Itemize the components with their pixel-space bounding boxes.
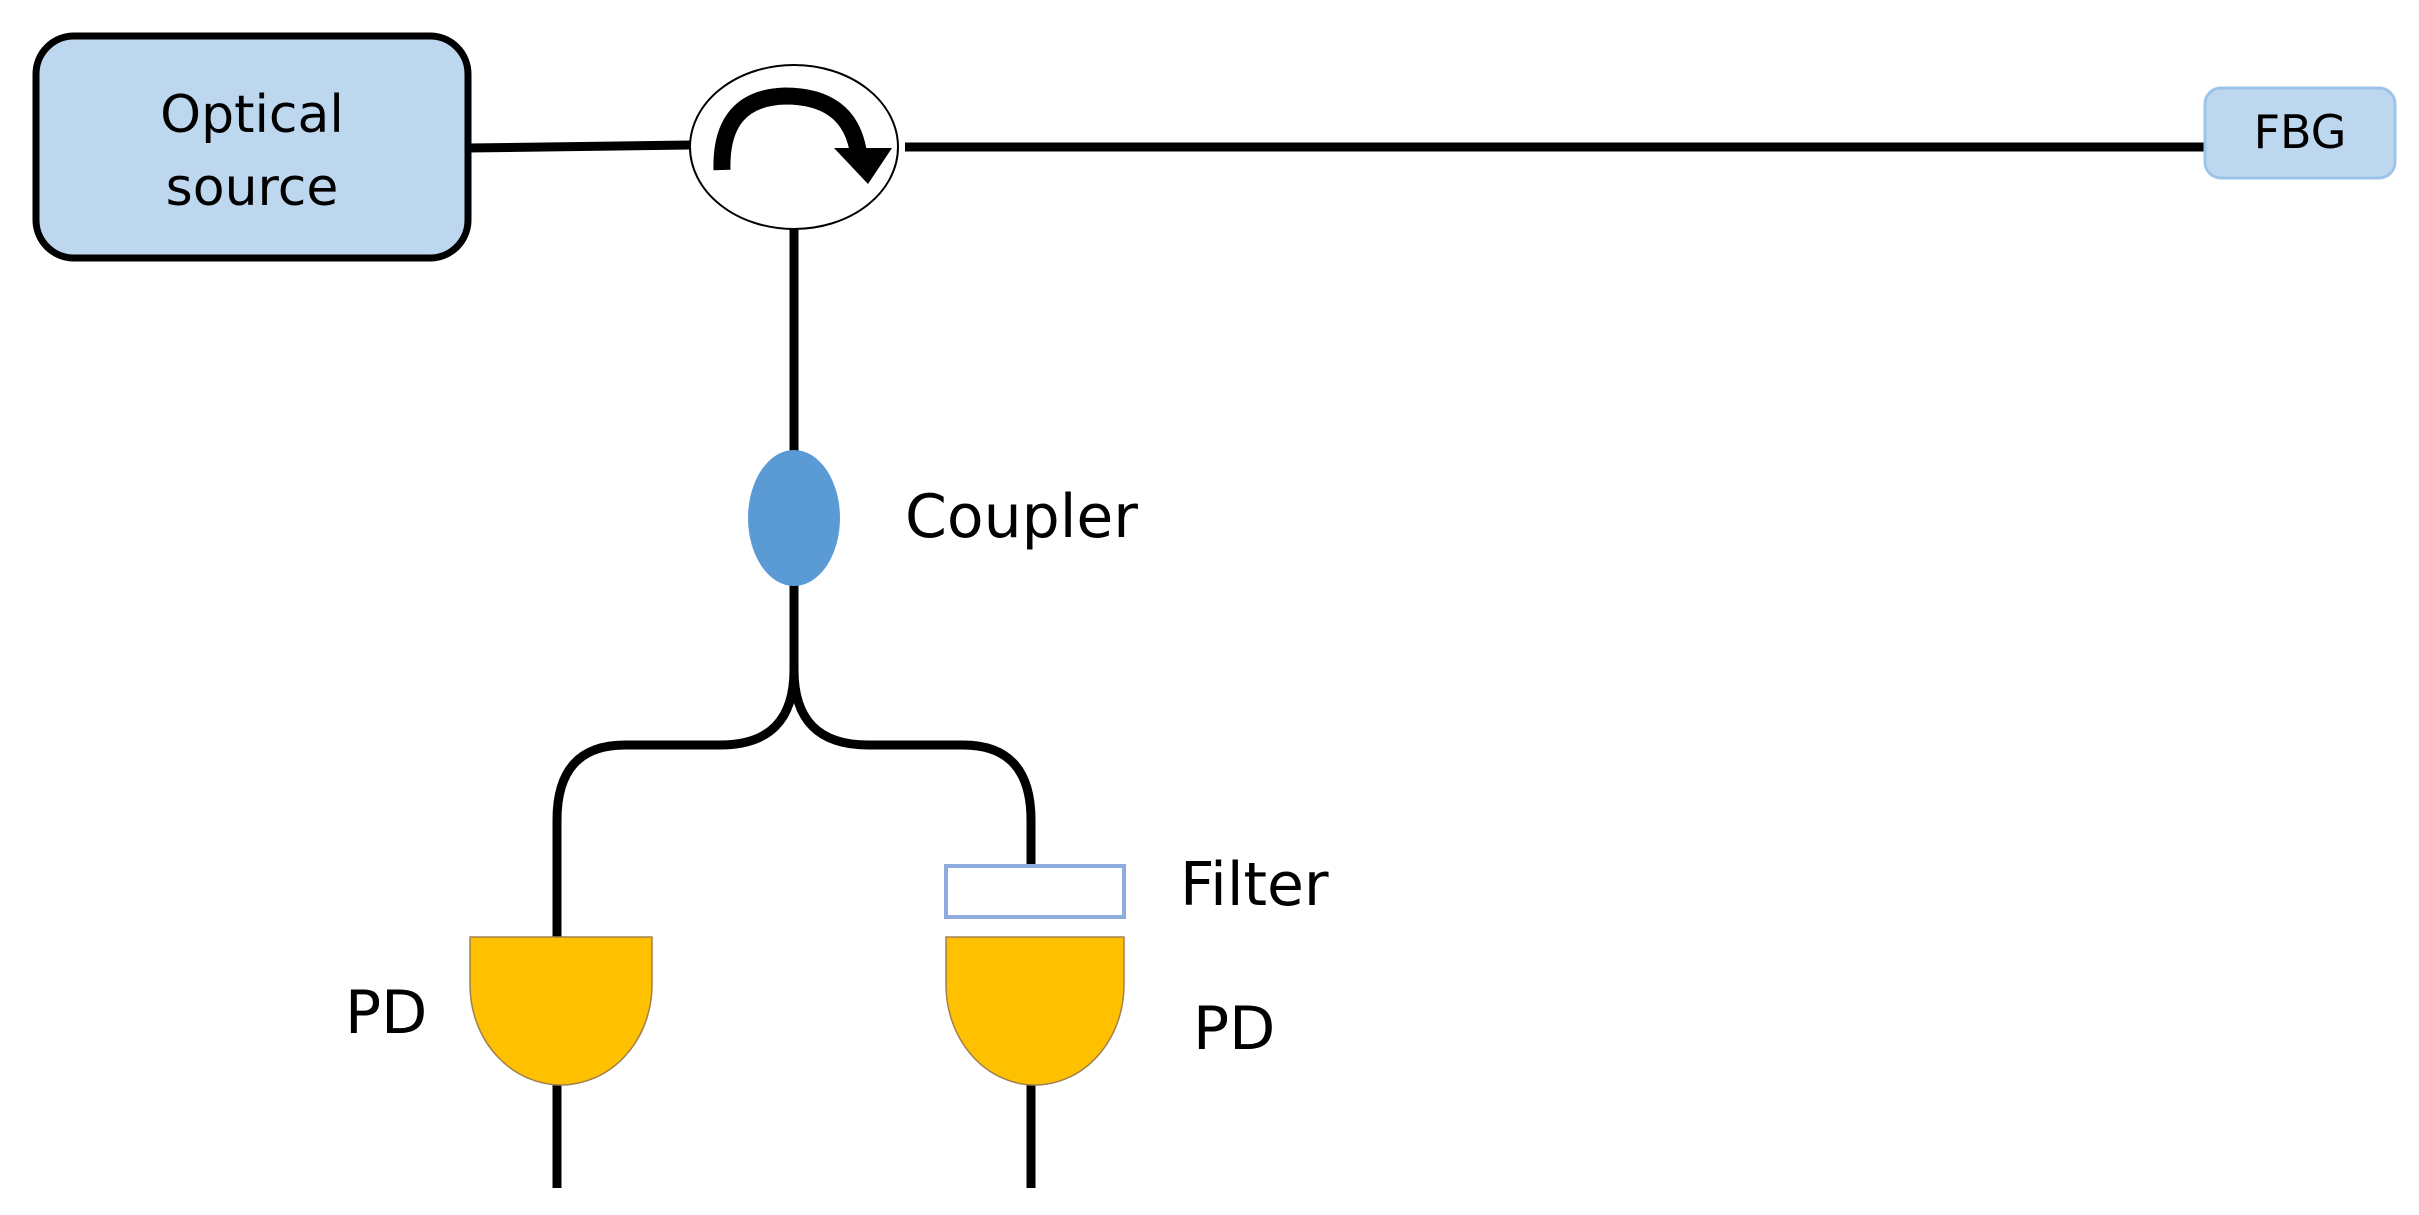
fiber-coupler-to-filter (789, 580, 1036, 868)
filter-box (944, 864, 1126, 919)
circulator-arrow-icon (713, 87, 867, 171)
coupler-label: Coupler (905, 482, 1138, 552)
circulator-arrowhead-icon (834, 148, 892, 184)
fbg-box (2203, 86, 2397, 180)
photodiode-left-icon (469, 936, 653, 1086)
filter-label: Filter (1180, 850, 1329, 920)
optical-source-label-line2: source (166, 158, 339, 218)
fiber-coupler-to-left-pd (552, 580, 799, 940)
pd-right-label: PD (1193, 994, 1275, 1064)
coupler (748, 450, 840, 586)
circulator (689, 64, 899, 230)
optical-source-label-line1: Optical (160, 85, 344, 145)
pd-left-label: PD (345, 978, 427, 1048)
fiber-source-to-circulator (467, 140, 691, 153)
fbg-label: FBG (2254, 105, 2347, 159)
photodiode-right-icon (945, 936, 1125, 1086)
optical-source-box (32, 32, 472, 262)
